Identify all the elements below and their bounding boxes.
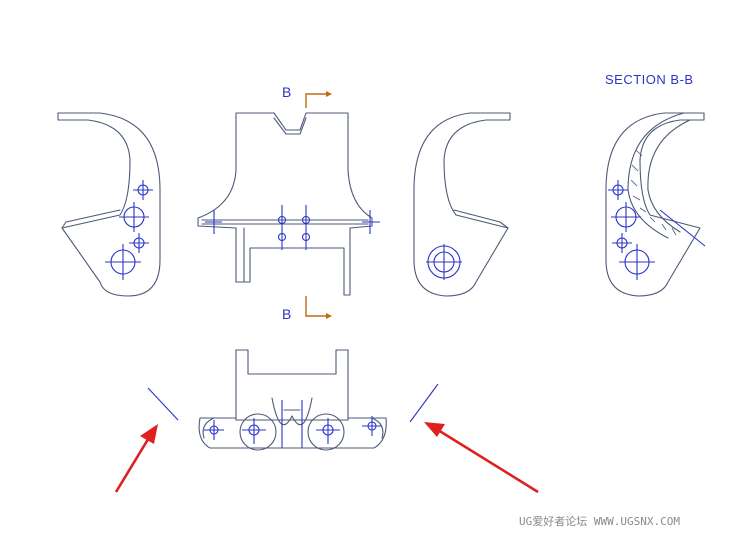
annotation-arrow-left — [114, 435, 152, 493]
annotation-arrows — [114, 422, 539, 494]
section-bb-view — [605, 112, 706, 297]
section-label-top: B — [282, 84, 292, 100]
section-title: SECTION B-B — [605, 72, 694, 87]
top-view — [147, 349, 439, 451]
section-arrow-bottom — [305, 296, 326, 317]
front-view — [197, 91, 380, 319]
left-side-view — [57, 112, 161, 297]
right-side-view — [413, 112, 511, 297]
section-arrow-top — [305, 93, 326, 108]
section-label-bottom: B — [282, 306, 292, 322]
annotation-arrow-right — [437, 428, 539, 494]
watermark: UG爱好者论坛 WWW.UGSNX.COM — [519, 515, 680, 528]
